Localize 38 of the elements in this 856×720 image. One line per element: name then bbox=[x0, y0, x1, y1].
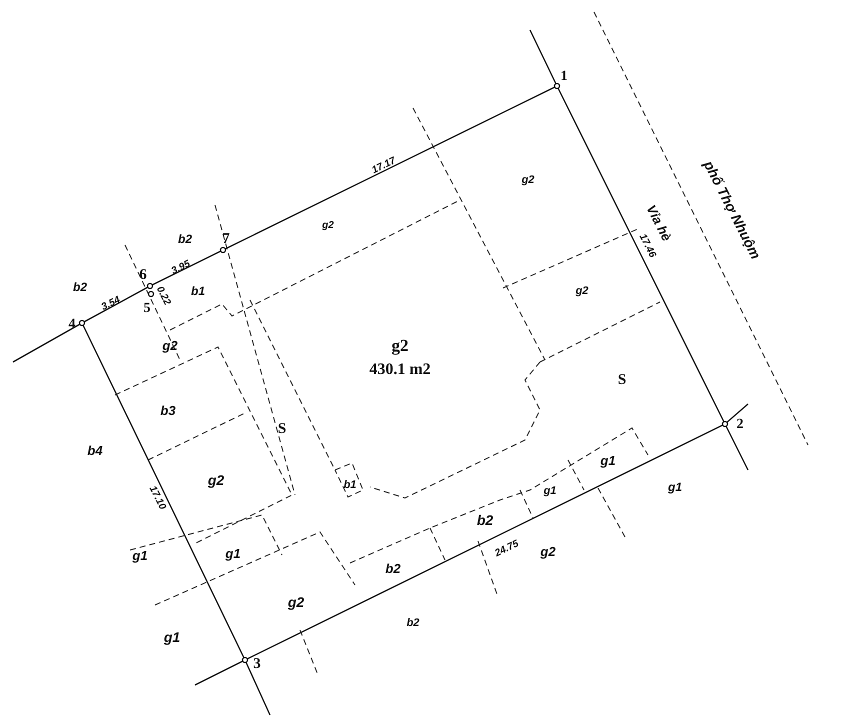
land-use-code: g1 bbox=[600, 453, 616, 468]
land-use-code: b3 bbox=[160, 403, 176, 418]
corner-point-number: 5 bbox=[144, 301, 150, 316]
area-label: 430.1 m2 bbox=[369, 361, 431, 378]
zone-label: S bbox=[278, 421, 286, 437]
land-use-code: g2 bbox=[540, 544, 556, 559]
land-use-code: g2 bbox=[288, 594, 304, 610]
land-use-code: b2 bbox=[476, 512, 494, 528]
land-use-code: b1 bbox=[191, 284, 205, 298]
land-use-code: b2 bbox=[178, 232, 192, 246]
corner-point-number: 6 bbox=[139, 267, 147, 283]
land-use-code: b4 bbox=[87, 443, 103, 458]
dimension-label: 0.22 bbox=[154, 284, 173, 308]
land-use-code: b2 bbox=[385, 561, 401, 576]
land-use-code: g1 bbox=[225, 546, 241, 561]
dimension-label: 17.46 bbox=[636, 232, 658, 260]
land-use-code: g2 bbox=[576, 285, 588, 297]
land-use-code: g2 bbox=[522, 174, 534, 186]
dimension-label: 17.10 bbox=[146, 484, 168, 512]
land-use-code: g2 bbox=[322, 220, 334, 231]
dimension-label: 3.95 bbox=[170, 258, 192, 277]
corner-point-number: 1 bbox=[560, 69, 568, 84]
land-use-code: g2 bbox=[162, 338, 178, 353]
dimension-label: 3.54 bbox=[100, 294, 122, 313]
land-use-code: b2 bbox=[406, 617, 420, 629]
land-use-code: g1 bbox=[668, 480, 682, 494]
corner-point-number: 7 bbox=[222, 231, 230, 247]
corner-point-number: 3 bbox=[253, 656, 261, 672]
land-use-code: b1 bbox=[344, 479, 356, 491]
corner-point-number: 2 bbox=[736, 417, 744, 432]
land-use-code: g1 bbox=[132, 548, 148, 563]
land-use-code: b2 bbox=[73, 280, 87, 294]
land-use-code: g1 bbox=[164, 629, 180, 645]
dimension-label: 24.75 bbox=[493, 538, 521, 560]
land-use-code: g2 bbox=[208, 472, 224, 488]
land-use-code: g2 bbox=[392, 336, 408, 355]
land-use-code: g1 bbox=[544, 485, 556, 497]
zone-label: S bbox=[618, 372, 626, 388]
